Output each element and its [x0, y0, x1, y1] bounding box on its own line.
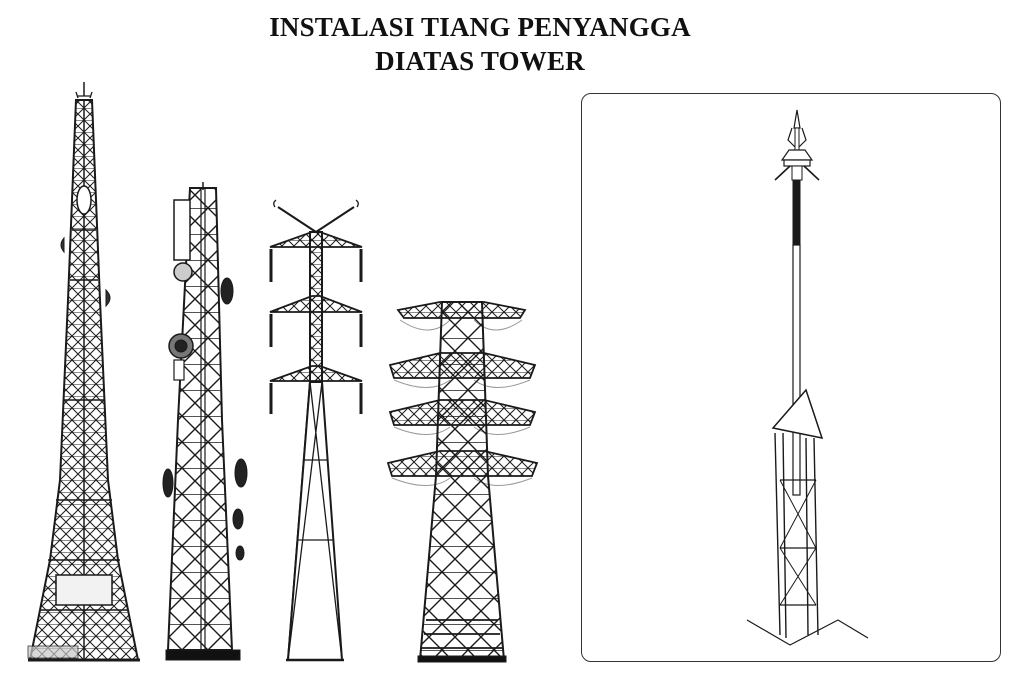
- telecom-tower: [162, 182, 248, 661]
- lightning-rod-head: [774, 109, 820, 181]
- detail-panel: [581, 93, 1001, 662]
- diagram-title-line-2: DIATAS TOWER: [375, 46, 585, 76]
- watermark: [27, 645, 79, 659]
- mast-black-band: [792, 179, 801, 246]
- broadcast-tower: [28, 82, 140, 662]
- triangular-tower-section: [746, 388, 869, 646]
- transmission-tower-y: [269, 199, 363, 662]
- transmission-tower-wide: [386, 301, 539, 663]
- diagram-title-line-1: INSTALASI TIANG PENYANGGA: [269, 12, 691, 42]
- mast-pole: [792, 244, 801, 496]
